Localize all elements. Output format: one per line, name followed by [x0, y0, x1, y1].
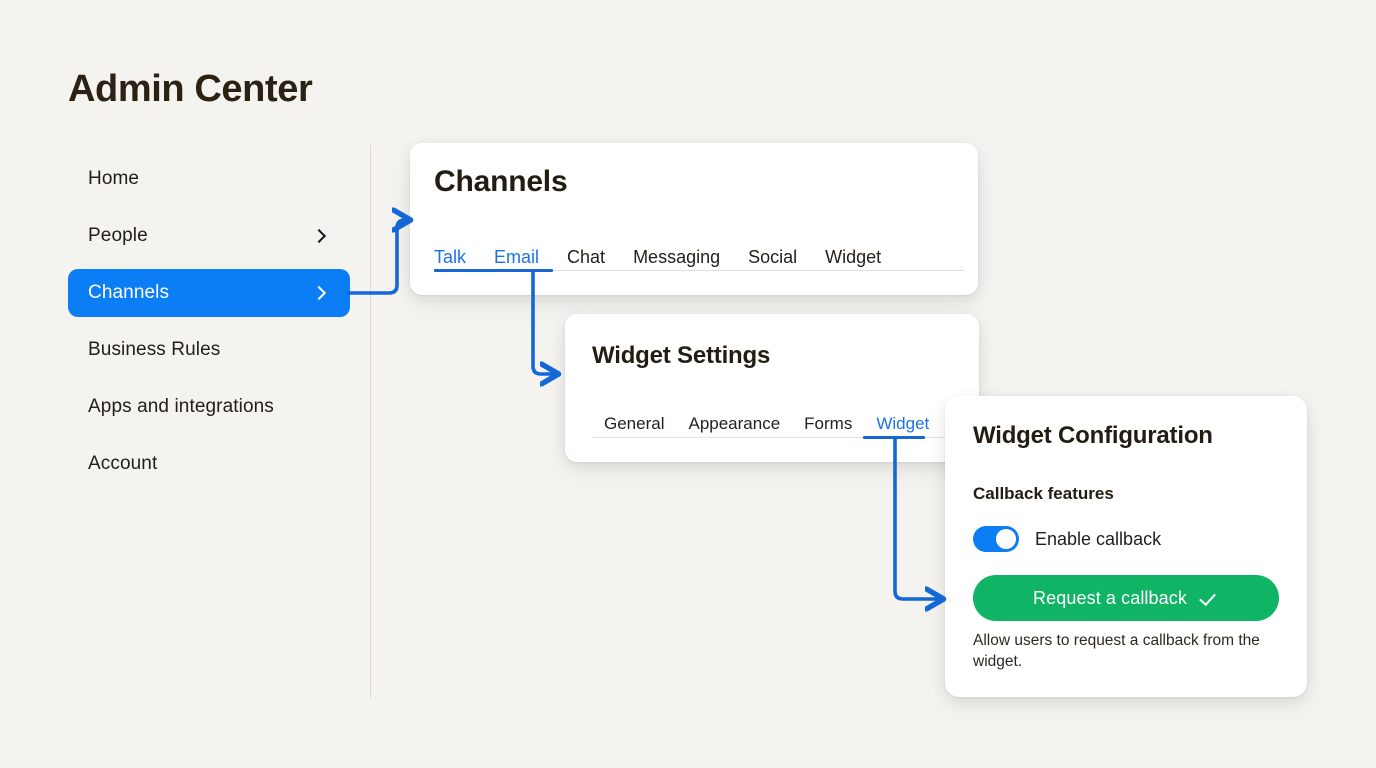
widget-settings-tablist: General Appearance Forms Widget: [592, 410, 963, 462]
sidebar-nav: Home People Channels Business Rules Apps…: [68, 155, 350, 497]
sidebar-item-people[interactable]: People: [68, 212, 350, 260]
chevron-right-icon: [312, 228, 328, 244]
tab-forms[interactable]: Forms: [804, 414, 853, 433]
widget-configuration-card: Widget Configuration Callback features E…: [945, 396, 1307, 697]
request-a-callback-button[interactable]: Request a callback: [973, 575, 1279, 621]
tab-appearance[interactable]: Appearance: [688, 414, 781, 433]
sidebar-item-home[interactable]: Home: [68, 155, 350, 203]
page-title: Admin Center: [68, 68, 313, 110]
sidebar-item-label: Apps and integrations: [88, 396, 274, 417]
sidebar-item-label: Account: [88, 453, 158, 474]
sidebar-item-account[interactable]: Account: [68, 440, 350, 488]
widget-configuration-card-title: Widget Configuration: [973, 422, 1213, 449]
tab-messaging[interactable]: Messaging: [633, 247, 721, 267]
widget-settings-tab-baseline: [592, 437, 963, 438]
sidebar-item-business-rules[interactable]: Business Rules: [68, 326, 350, 374]
channels-tab-baseline: [434, 270, 964, 271]
tab-widget[interactable]: Widget: [825, 247, 882, 267]
enable-callback-label: Enable callback: [1035, 528, 1162, 549]
connector-widget-tab-to-widget-config-card: [893, 436, 940, 599]
toggle-on-icon[interactable]: [973, 526, 1019, 552]
chevron-right-icon: [312, 285, 328, 301]
tab-email[interactable]: Email: [494, 247, 540, 267]
sidebar-item-label: Business Rules: [88, 339, 221, 360]
callback-features-label: Callback features: [973, 484, 1114, 503]
sidebar-item-label: People: [88, 225, 148, 246]
tab-widget[interactable]: Widget: [876, 414, 930, 433]
channels-card: Channels Talk Email Chat Messaging Socia…: [410, 143, 978, 295]
sidebar-item-apps-and-integrations[interactable]: Apps and integrations: [68, 383, 350, 431]
sidebar-item-label: Channels: [88, 282, 170, 303]
request-a-callback-label: Request a callback: [1033, 587, 1187, 608]
channels-tab-active-underline: [434, 269, 553, 272]
tab-social[interactable]: Social: [748, 247, 798, 267]
check-icon: [1201, 589, 1219, 607]
sidebar-item-channels[interactable]: Channels: [68, 269, 350, 317]
sidebar-divider: [370, 145, 371, 698]
toggle-knob: [996, 529, 1016, 549]
tab-chat[interactable]: Chat: [567, 247, 606, 267]
enable-callback-row: Enable callback: [973, 526, 1161, 552]
sidebar-item-label: Home: [88, 168, 140, 189]
tab-general[interactable]: General: [604, 414, 665, 433]
tab-talk[interactable]: Talk: [434, 247, 467, 267]
widget-settings-tab-active-underline: [863, 436, 925, 439]
channels-tablist: Talk Email Chat Messaging Social Widget: [434, 243, 964, 295]
channels-card-title: Channels: [434, 165, 568, 198]
callback-help-text: Allow users to request a callback from t…: [973, 632, 1260, 670]
connector-channels-to-channels-card: [346, 220, 407, 295]
widget-settings-card-title: Widget Settings: [592, 342, 771, 369]
widget-settings-card: Widget Settings General Appearance Forms…: [565, 314, 979, 462]
